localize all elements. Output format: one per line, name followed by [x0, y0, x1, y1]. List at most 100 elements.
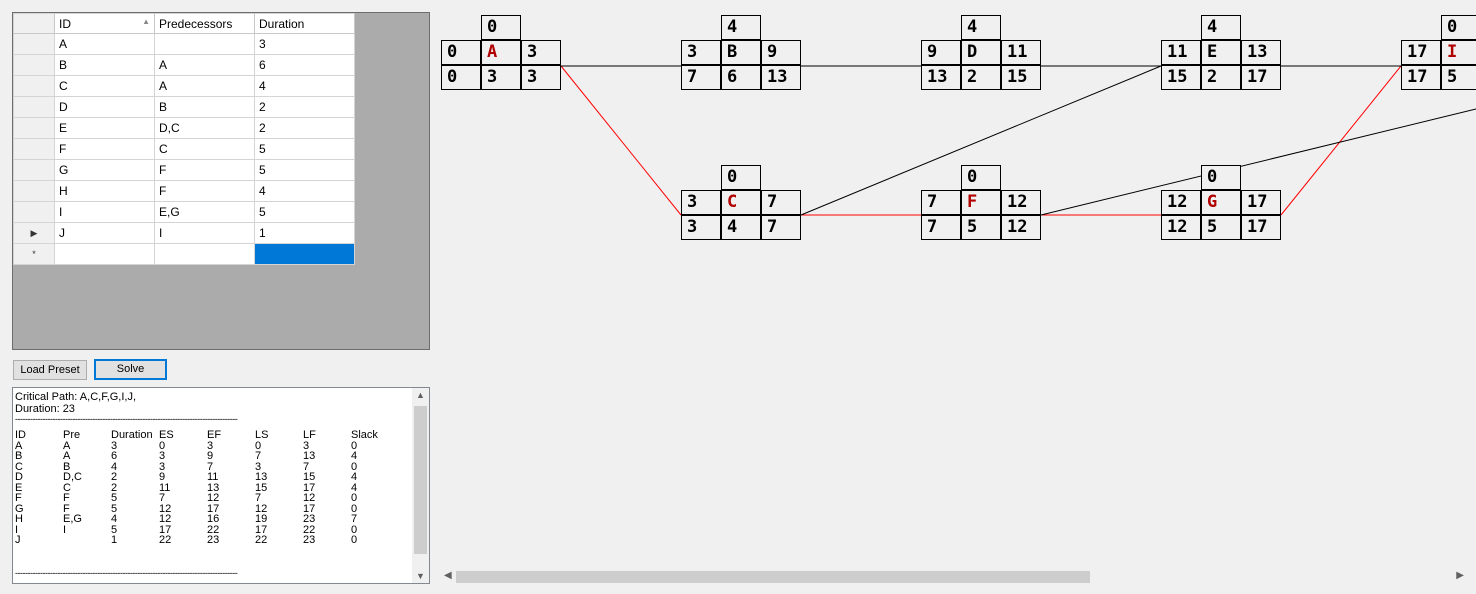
column-header-id[interactable]: ID▲: [54, 13, 155, 34]
cell-predecessors[interactable]: A: [154, 75, 255, 97]
results-cell: 7: [255, 450, 262, 462]
cell-duration[interactable]: 5: [254, 138, 355, 160]
cell-predecessors[interactable]: D,C: [154, 117, 255, 139]
horizontal-scrollbar[interactable]: ◀ ▶: [440, 568, 1476, 586]
cell-id[interactable]: H: [54, 180, 155, 202]
cell-id[interactable]: D: [54, 96, 155, 118]
cell-id[interactable]: A: [54, 33, 155, 55]
cell-predecessors[interactable]: I: [154, 222, 255, 244]
cell-duration[interactable]: 2: [254, 96, 355, 118]
node-late-finish: 13: [761, 65, 801, 90]
node-early-finish: 12: [1001, 190, 1041, 215]
results-column-header: Pre: [63, 429, 81, 441]
cell-duration[interactable]: 5: [254, 159, 355, 181]
node-late-start: 17: [1401, 65, 1441, 90]
cell-duration[interactable]: 4: [254, 75, 355, 97]
row-header-corner[interactable]: [13, 13, 55, 34]
row-header[interactable]: [13, 54, 55, 76]
cell-predecessors[interactable]: [154, 243, 255, 265]
cell-predecessors[interactable]: E,G: [154, 201, 255, 223]
results-cell: 2: [111, 481, 118, 494]
results-cell: 16: [207, 513, 220, 525]
row-header[interactable]: [13, 96, 55, 118]
cell-duration[interactable]: 6: [254, 54, 355, 76]
row-header[interactable]: [13, 180, 55, 202]
separator-line: ----------------------------------------…: [15, 414, 238, 424]
cell-id[interactable]: I: [54, 201, 155, 223]
row-header[interactable]: [13, 75, 55, 97]
cell-duration[interactable]: 2: [254, 117, 355, 139]
cell-predecessors[interactable]: A: [154, 54, 255, 76]
node-slack: 0: [1441, 15, 1476, 40]
cell-id[interactable]: G: [54, 159, 155, 181]
cell-id[interactable]: J: [54, 222, 155, 244]
column-header-predecessors[interactable]: Predecessors: [154, 13, 255, 34]
results-column-header: ID: [15, 429, 26, 441]
cell-duration[interactable]: 3: [254, 33, 355, 55]
cell-duration[interactable]: 1: [254, 222, 355, 244]
row-header[interactable]: [13, 117, 55, 139]
load-preset-button[interactable]: Load Preset: [13, 360, 87, 380]
node-duration: 6: [721, 65, 761, 90]
results-cell: C: [63, 481, 71, 494]
results-textbox[interactable]: Critical Path: A,C,F,G,I,J, Duration: 23…: [12, 387, 430, 584]
row-header[interactable]: [13, 201, 55, 223]
cell-id[interactable]: C: [54, 75, 155, 97]
results-cell: 15: [303, 471, 316, 483]
scroll-thumb[interactable]: [414, 406, 427, 554]
cell-predecessors[interactable]: C: [154, 138, 255, 160]
scroll-left-icon[interactable]: ◀: [444, 570, 452, 581]
row-header[interactable]: *: [13, 243, 55, 265]
scroll-up-icon[interactable]: ▲: [416, 390, 425, 400]
node-late-start: 3: [681, 215, 721, 240]
solve-button[interactable]: Solve: [94, 359, 167, 380]
scroll-thumb[interactable]: [456, 571, 1090, 583]
cell-id[interactable]: E: [54, 117, 155, 139]
row-header[interactable]: [13, 159, 55, 181]
cell-duration-selected[interactable]: [254, 243, 355, 265]
row-header[interactable]: [13, 33, 55, 55]
cell-predecessors[interactable]: [154, 33, 255, 55]
node-late-finish: 15: [1001, 65, 1041, 90]
column-header-label: Predecessors: [159, 16, 233, 31]
new-row[interactable]: *: [13, 243, 355, 265]
results-cell: 7: [255, 492, 262, 504]
results-cell: 3: [159, 450, 166, 462]
node-late-start: 15: [1161, 65, 1201, 90]
scroll-right-icon[interactable]: ▶: [1456, 570, 1464, 581]
results-cell: 3: [159, 460, 166, 473]
row-header[interactable]: ▶: [13, 222, 55, 244]
cell-id[interactable]: [54, 243, 155, 265]
results-cell: 2: [111, 471, 118, 483]
results-cell: D: [15, 471, 23, 483]
results-cell: 13: [303, 450, 316, 462]
cell-duration[interactable]: 4: [254, 180, 355, 202]
cell-predecessors[interactable]: F: [154, 159, 255, 181]
cell-duration[interactable]: 5: [254, 201, 355, 223]
cell-id[interactable]: B: [54, 54, 155, 76]
scroll-down-icon[interactable]: ▼: [416, 571, 425, 581]
cell-id[interactable]: F: [54, 138, 155, 160]
results-column-header: LF: [303, 429, 316, 441]
row-header[interactable]: [13, 138, 55, 160]
cell-predecessors[interactable]: B: [154, 96, 255, 118]
column-header-duration[interactable]: Duration: [254, 13, 355, 34]
cell-predecessors[interactable]: F: [154, 180, 255, 202]
node-early-finish: 17: [1241, 190, 1281, 215]
vertical-scrollbar[interactable]: ▲ ▼: [412, 388, 429, 583]
